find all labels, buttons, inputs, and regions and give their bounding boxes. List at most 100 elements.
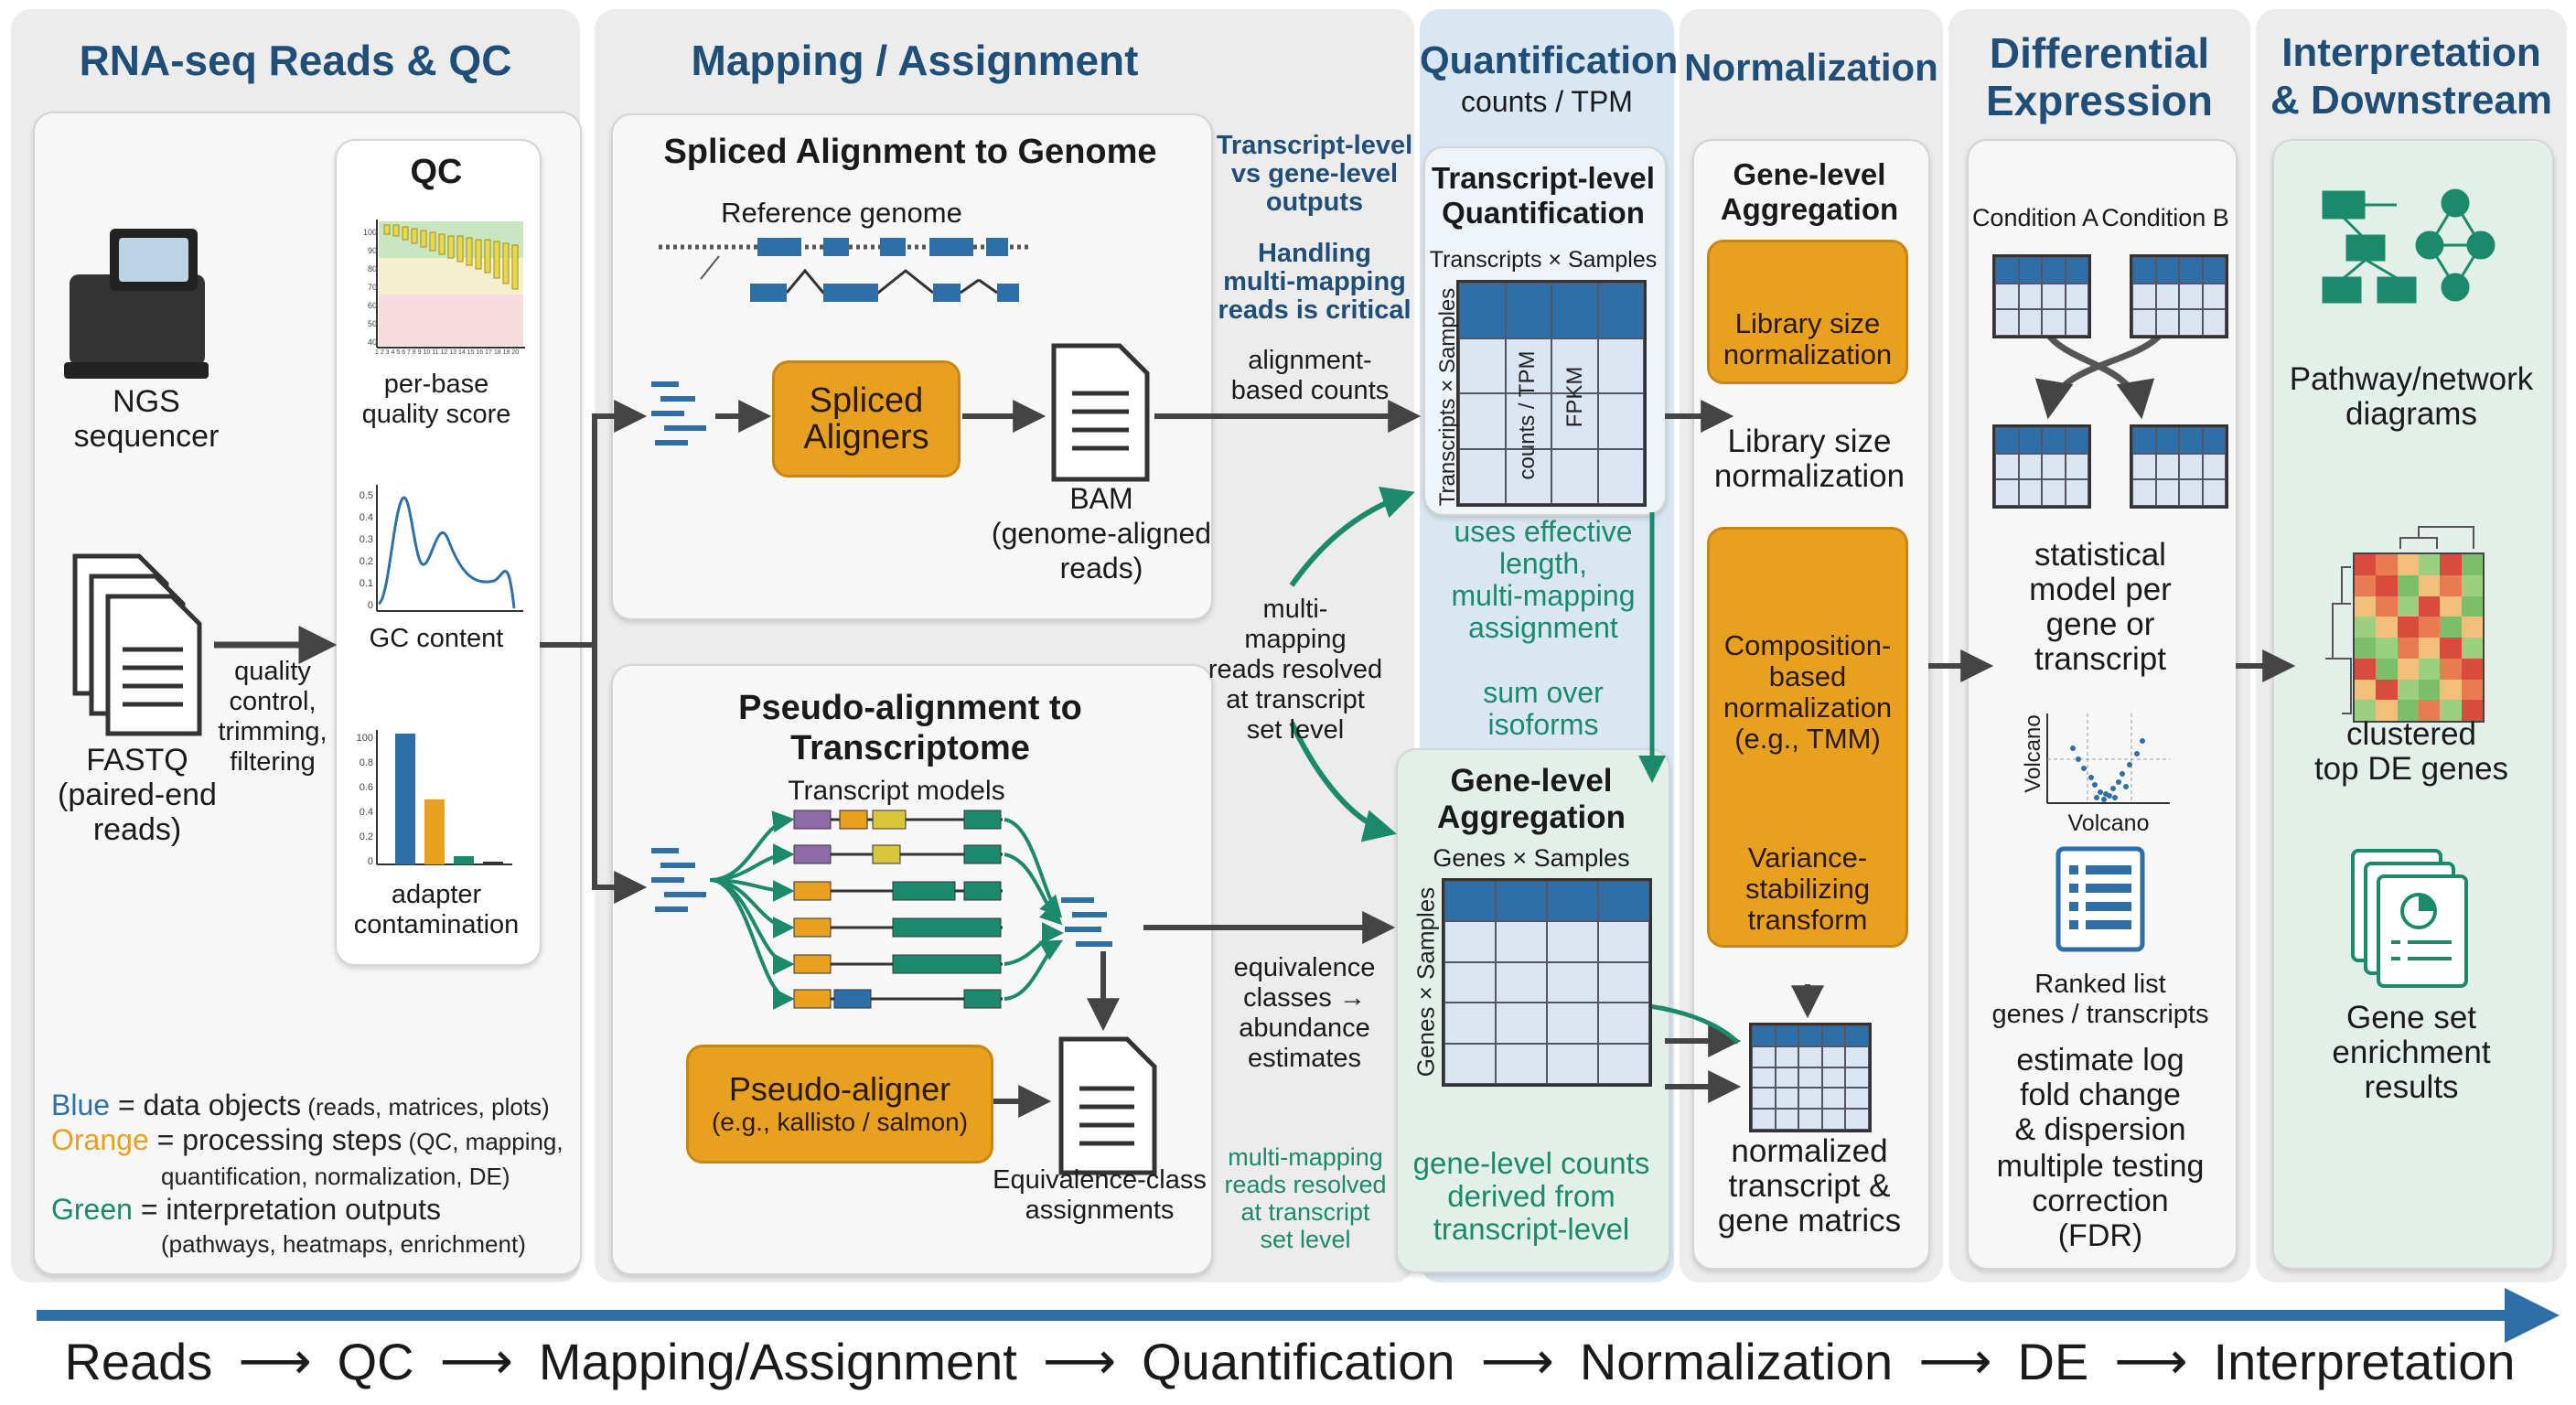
gene-set-docs-icon — [2351, 849, 2468, 988]
pathway-label: Pathway/network diagrams — [2289, 361, 2534, 432]
bam-label: BAM (genome-aligned reads) — [991, 482, 1212, 585]
spliced-aligners-box: Spliced Aligners — [772, 360, 961, 477]
title-mapping: Mapping / Assignment — [691, 37, 1139, 84]
normalized-matrices-label: normalized transcript & gene matrics — [1717, 1133, 1902, 1239]
legend-green: Green = interpretation outputs — [51, 1193, 442, 1226]
gene-set-label: Gene set enrichment results — [2332, 1000, 2491, 1105]
flow-arrow-icon: ⟶ — [1918, 1332, 1992, 1389]
volcano-plot — [2046, 713, 2170, 804]
ref-genome-label: Reference genome — [721, 197, 962, 229]
note-transcript-vs-gene: Transcript-level vs gene-level outputs — [1216, 131, 1413, 217]
clustered-label: clustered top DE genes — [2313, 716, 2509, 787]
pseudo-aligner-box: Pseudo-aligner (e.g., kallisto / salmon) — [686, 1045, 993, 1164]
transcript-models-icon — [793, 810, 1003, 1009]
color-legend: Blue = data objects (reads, matrices, pl… — [51, 1089, 573, 1260]
eq-classes-label: equivalence classes → abundance estimate… — [1233, 953, 1376, 1073]
multi-resolved-label: multi- mapping reads resolved at transcr… — [1208, 595, 1383, 745]
arrow-multi-down — [1289, 721, 1397, 842]
title-normalization: Normalization — [1684, 46, 1938, 89]
alignment-counts-label: alignment- based counts — [1230, 346, 1390, 405]
condition-a-label: Condition A — [1971, 204, 2099, 231]
qc-adapter-label: adapter contamination — [353, 880, 520, 939]
lib-size-box: Library size normalization — [1707, 240, 1908, 384]
legend-orange: Orange = processing steps (QC, mapping, — [51, 1123, 564, 1156]
legend-blue: Blue = data objects (reads, matrices, pl… — [51, 1089, 550, 1121]
cond-a-matrix — [1992, 254, 2091, 338]
gene-matrix — [1442, 878, 1652, 1087]
fastq-label: FASTQ (paired-end reads) — [58, 743, 217, 847]
flow-norm: Normalization — [1579, 1332, 1894, 1390]
reads-dashes-pseudo — [651, 848, 706, 912]
transcript-models-label: Transcript models — [788, 776, 1005, 806]
gene-agg-sub: Genes × Samples — [1433, 844, 1630, 872]
quant-green-note3: gene-level counts derived from transcrip… — [1412, 1146, 1650, 1246]
pathway-network-icon — [2322, 188, 2496, 304]
cond-a-matrix-2 — [1992, 424, 2091, 509]
norm-agg-title: Gene-level Aggregation — [1720, 157, 1899, 226]
statistical-model-label: statistical model per gene or transcript — [2029, 537, 2172, 677]
flow-arrow-icon: ⟶ — [238, 1332, 312, 1389]
ranked-list-label: Ranked list genes / transcripts — [1991, 970, 2209, 1029]
reference-genome-icon — [659, 238, 1030, 302]
qc-adapter-plot — [376, 730, 512, 865]
flow-arrow-icon: ⟶ — [439, 1332, 513, 1389]
flow-arrow-icon: ⟶ — [2114, 1332, 2188, 1389]
pipeline-flow: Reads ⟶ QC ⟶ Mapping/Assignment ⟶ Quanti… — [18, 1328, 2561, 1394]
heatmap-grid — [2353, 552, 2485, 723]
bam-file-icon — [1051, 343, 1150, 482]
sequencer-icon — [64, 229, 209, 379]
eq-assign-label: Equivalence-class assignments — [993, 1165, 1207, 1225]
note-multi-mapping: Handling multi-mapping reads is critical — [1218, 239, 1411, 325]
flow-de: DE — [2017, 1332, 2089, 1390]
flow-arrow-icon: ⟶ — [1480, 1332, 1554, 1389]
condition-b-label: Condition B — [2101, 204, 2229, 231]
gene-matrix-side-label: Genes × Samples — [1411, 886, 1440, 1078]
tx-quant-title: Transcript-level Quantification — [1432, 161, 1655, 230]
normalized-matrix — [1749, 1023, 1872, 1132]
cond-b-matrix-2 — [2130, 424, 2228, 509]
sequencer-label: NGS sequencer — [73, 384, 220, 454]
qc-title: QC — [410, 153, 463, 191]
col-fpkm-label: FPKM — [1562, 366, 1587, 428]
col-tpm-label: counts / TPM — [1515, 350, 1540, 480]
volcano-y-label: Volcano — [2021, 714, 2045, 793]
flow-reads: Reads — [64, 1332, 213, 1390]
ranked-list-icon — [2055, 846, 2145, 952]
pseudo-title: Pseudo-alignment to Transcriptome — [738, 689, 1082, 767]
multi-green-label: multi-mapping reads resolved at transcri… — [1224, 1143, 1387, 1253]
arrow-multi-up — [1289, 487, 1415, 587]
flow-interp: Interpretation — [2213, 1332, 2516, 1390]
qc-quality-label: per-base quality score — [361, 370, 511, 429]
pseudo-fan-arrows — [709, 810, 1064, 1010]
composition-box: Composition- based normalization (e.g., … — [1707, 527, 1908, 948]
title-de: Differential Expression — [1986, 29, 2213, 124]
estimate-lfc-label: estimate log fold change & dispersion — [2014, 1043, 2186, 1147]
volcano-x-label: Volcano — [2067, 810, 2150, 836]
qc-gc-plot — [376, 485, 523, 612]
qc-gc-label: GC content — [369, 624, 504, 653]
flow-qc: QC — [337, 1332, 414, 1390]
fdr-label: multiple testing correction (FDR) — [1996, 1149, 2205, 1253]
subtitle-quantification: counts / TPM — [1461, 85, 1633, 118]
tx-matrix-side-label: Transcripts × Samples — [1435, 287, 1460, 507]
quant-green-note2: sum over isoforms — [1483, 676, 1604, 741]
title-quantification: Quantification — [1420, 38, 1679, 81]
title-interpretation: Interpretation & Downstream — [2270, 30, 2553, 123]
flow-quant: Quantification — [1142, 1332, 1455, 1390]
qc-quality-xticks: 1 2 3 4 5 6 7 8 9 10 11 12 13 14 15 16 1… — [375, 349, 520, 356]
qc-step-label: quality control, trimming, filtering — [218, 657, 327, 777]
heatmap-icon — [2325, 526, 2474, 714]
gene-agg-title: Gene-level Aggregation — [1436, 763, 1626, 835]
tx-matrix — [1456, 280, 1647, 507]
lib-size-label: Library size normalization — [1713, 424, 1905, 494]
qc-quality-plot — [376, 220, 525, 349]
tx-quant-sub: Transcripts × Samples — [1429, 247, 1658, 273]
title-reads-qc: RNA-seq Reads & QC — [79, 37, 512, 84]
flow-mapping: Mapping/Assignment — [538, 1332, 1017, 1390]
flow-arrow-icon: ⟶ — [1042, 1332, 1117, 1389]
reads-dashes-spliced — [651, 381, 706, 445]
